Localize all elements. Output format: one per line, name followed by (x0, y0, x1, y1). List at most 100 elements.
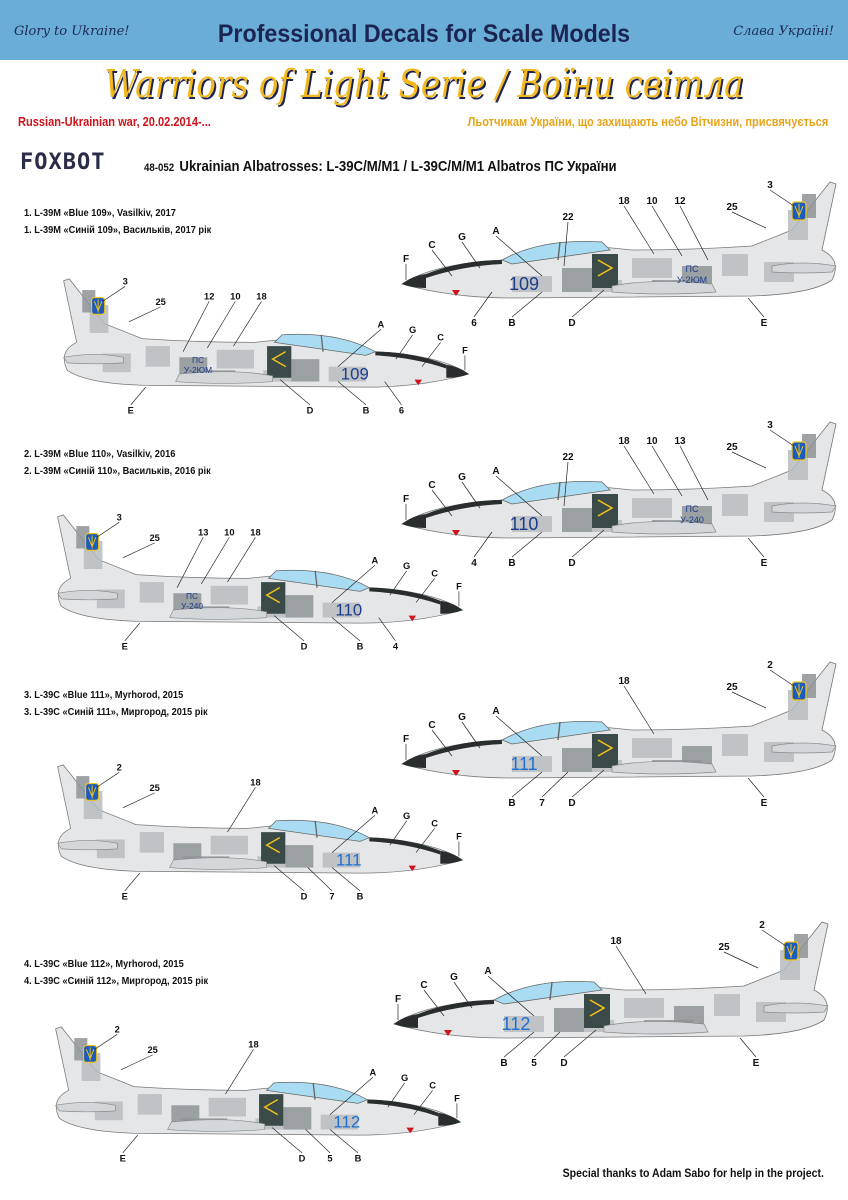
callout-label: D (301, 891, 308, 901)
camo-patch (210, 835, 248, 855)
camo-patch (179, 357, 208, 375)
nose-cone (440, 850, 463, 864)
special-thanks: Special thanks to Adam Sabo for help in … (562, 1166, 824, 1180)
callout-label: B (355, 1153, 362, 1163)
variant-3-caption-ua: 3. L-39C «Синій 111», Миргород, 2015 рік (24, 706, 208, 718)
camo-patch (322, 852, 360, 868)
callout-label: E (761, 558, 768, 569)
callout-leader (747, 297, 765, 318)
canopy-frame (557, 241, 561, 261)
camo-patch (208, 1097, 246, 1117)
callout-label: C (429, 1080, 436, 1090)
wing-tip-tank (175, 371, 273, 384)
trident-icon (786, 944, 796, 958)
camo-patch (722, 494, 748, 516)
callout-leader (124, 872, 140, 892)
callout-leader (431, 489, 453, 517)
callout-label: 4 (393, 641, 399, 651)
tail-number: 109 (341, 365, 369, 384)
callout-label: 18 (250, 527, 260, 537)
callout-label: G (403, 561, 410, 571)
yellow-chevron (597, 499, 614, 517)
callout-label: 10 (646, 436, 658, 447)
callout-leader (473, 531, 493, 558)
wing-tip-tank (169, 607, 267, 620)
callout-label: A (492, 466, 499, 477)
callout-label: 18 (256, 291, 266, 301)
camo-patch (562, 268, 592, 292)
camo-patch (722, 254, 748, 276)
callout-label: A (492, 226, 499, 237)
callout-label: 10 (230, 291, 240, 301)
callout-label: 3 (123, 276, 128, 286)
callout-label: G (403, 811, 410, 821)
callout-label: F (462, 346, 468, 356)
callout-label: F (403, 734, 409, 745)
camo-patch (682, 746, 712, 764)
callout-leader (124, 622, 140, 642)
canopy (273, 333, 377, 356)
callout-label: 22 (562, 452, 574, 463)
callout-leader (769, 189, 795, 207)
wing-tip-tank (603, 1021, 709, 1035)
camo-patch (512, 756, 552, 772)
callout-leader (473, 291, 493, 318)
camo-patch (283, 1107, 312, 1130)
callout-label: E (761, 798, 768, 809)
yellow-chevron (597, 739, 614, 757)
callout-label: B (508, 318, 515, 329)
variant-1-caption-ua: 1. L-39M «Синій 109», Васильків, 2017 рі… (24, 224, 212, 236)
callout-label: 2 (767, 660, 773, 671)
callout-leader (389, 570, 407, 596)
callout-label: C (428, 240, 435, 251)
callout-leader (102, 286, 126, 302)
callout-label: 18 (250, 777, 260, 787)
callout-label: 18 (618, 196, 630, 207)
callout-leader (651, 205, 683, 257)
callout-leader (431, 729, 453, 757)
intake-panel (592, 254, 618, 288)
callout-label: 2 (117, 762, 122, 772)
callout-leader (331, 617, 361, 642)
camo-patch (173, 843, 202, 861)
callout-label: E (122, 891, 128, 901)
callout-label: B (508, 798, 515, 809)
callout-leader (571, 529, 605, 558)
camo-patch (285, 845, 314, 868)
variant-1-caption: 1. L-39M «Blue 109», Vasilkiv, 2017 1. L… (24, 205, 211, 239)
callout-label: A (484, 966, 491, 977)
horizontal-stabilizer (57, 840, 118, 851)
camo-patch (632, 498, 672, 518)
nav-light (406, 1127, 414, 1134)
tail-number: 111 (336, 851, 362, 870)
callout-label: 13 (674, 436, 686, 447)
canopy (493, 981, 603, 1005)
callout-leader (176, 537, 204, 588)
callout-leader (679, 205, 709, 261)
callout-leader (415, 578, 435, 603)
canopy-frame (314, 820, 318, 838)
callout-label: 25 (149, 783, 159, 793)
callout-label: D (301, 641, 308, 651)
callout-leader (94, 1034, 118, 1050)
glory-to-ukraine-en: Glory to Ukraine! (14, 24, 130, 39)
callout-label: C (431, 568, 438, 578)
callout-leader (723, 951, 759, 969)
callout-label: 6 (399, 405, 404, 415)
camo-patch (714, 994, 740, 1016)
callout-leader (182, 301, 210, 352)
callout-leader (96, 772, 120, 788)
callout-leader (389, 820, 407, 846)
tail-number: 112 (333, 1113, 360, 1132)
nose-cone (402, 754, 426, 768)
pc-label: ПС (686, 264, 699, 274)
callout-leader (679, 445, 709, 501)
callout-label: F (454, 1094, 460, 1104)
callout-label: D (568, 558, 575, 569)
canopy-frame (320, 334, 324, 352)
callout-leader (623, 685, 655, 735)
callout-label: C (428, 720, 435, 731)
wing-tip-tank (169, 857, 267, 870)
horizontal-stabilizer (63, 354, 124, 365)
callout-leader (122, 1134, 138, 1154)
